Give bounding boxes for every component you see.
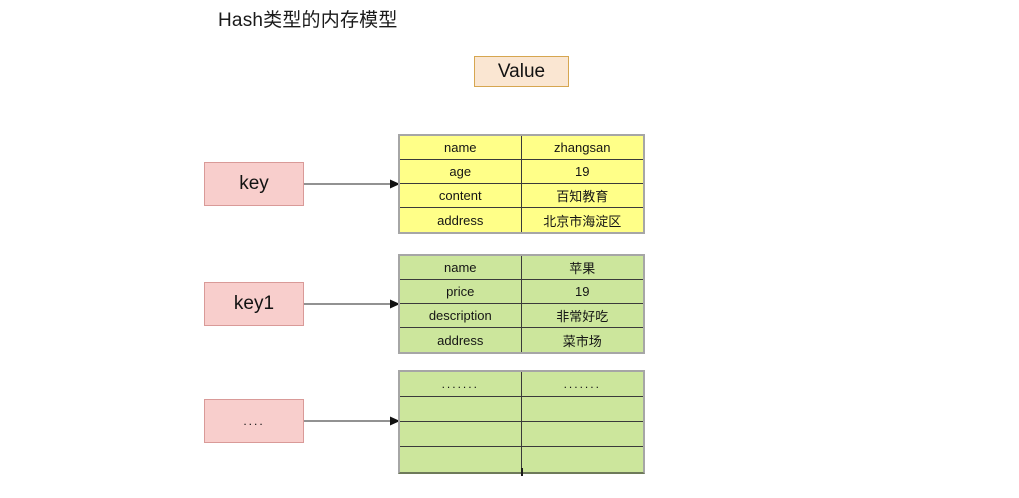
table-divider-tail [521, 468, 523, 476]
table-row: name zhangsan [400, 136, 643, 160]
value-cell: 非常好吃 [521, 304, 643, 327]
value-cell: 苹果 [521, 256, 643, 279]
value-cell [521, 397, 643, 421]
key-box-label-0: key [239, 173, 269, 194]
arrow-key-1 [304, 298, 400, 310]
key-box-label-2: .... [243, 414, 265, 428]
table-row: address 北京市海淀区 [400, 208, 643, 232]
value-cell: 19 [521, 280, 643, 303]
table-row [400, 447, 643, 472]
field-cell: price [400, 280, 522, 303]
arrow-key-0 [304, 178, 400, 190]
field-cell: content [400, 184, 522, 207]
diagram-title: Hash类型的内存模型 [218, 10, 398, 31]
value-header-box: Value [474, 56, 569, 87]
field-cell: ....... [400, 372, 522, 396]
key-box-0[interactable]: key [204, 162, 304, 206]
key-box-2[interactable]: .... [204, 399, 304, 443]
table-row [400, 422, 643, 447]
value-table-0: name zhangsan age 19 content 百知教育 addres… [398, 134, 645, 234]
field-cell [400, 397, 522, 421]
field-cell: name [400, 256, 522, 279]
table-row: address 菜市场 [400, 328, 643, 352]
table-row: ....... ....... [400, 372, 643, 397]
table-row: price 19 [400, 280, 643, 304]
table-row: age 19 [400, 160, 643, 184]
field-cell: address [400, 328, 522, 352]
field-cell: age [400, 160, 522, 183]
value-cell: 19 [521, 160, 643, 183]
table-row: description 非常好吃 [400, 304, 643, 328]
table-row: name 苹果 [400, 256, 643, 280]
value-table-2: ....... ....... [398, 370, 645, 474]
key-box-1[interactable]: key1 [204, 282, 304, 326]
key-box-label-1: key1 [233, 293, 275, 314]
field-cell: description [400, 304, 522, 327]
value-cell: 百知教育 [521, 184, 643, 207]
value-cell [521, 422, 643, 446]
field-cell: name [400, 136, 522, 159]
value-cell: 北京市海淀区 [521, 208, 643, 232]
table-row: content 百知教育 [400, 184, 643, 208]
field-cell [400, 422, 522, 446]
field-cell: address [400, 208, 522, 232]
table-row [400, 397, 643, 422]
value-table-1: name 苹果 price 19 description 非常好吃 addres… [398, 254, 645, 354]
value-cell [521, 447, 643, 472]
value-header-label: Value [497, 60, 546, 82]
value-cell: ....... [521, 372, 643, 396]
arrow-key-2 [304, 415, 400, 427]
value-cell: 菜市场 [521, 328, 643, 352]
value-cell: zhangsan [521, 136, 643, 159]
field-cell [400, 447, 522, 472]
